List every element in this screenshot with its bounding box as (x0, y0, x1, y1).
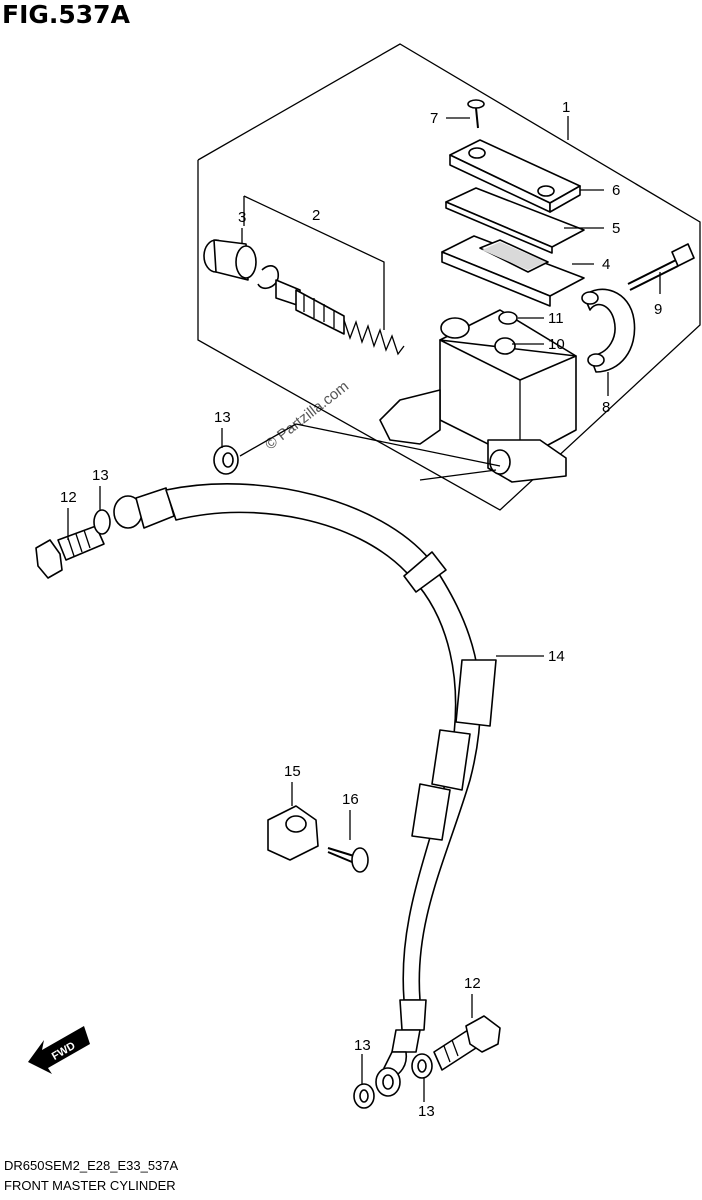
piston-kit-bracket (243, 195, 385, 330)
callout-13-left: 13 (92, 467, 109, 484)
clamp-bolt (627, 243, 695, 291)
callout-15: 15 (284, 763, 301, 780)
clamp-screw (327, 847, 369, 873)
washer-upper (213, 445, 239, 475)
hose-clamp (267, 805, 319, 861)
diaphragm-plate (445, 187, 585, 254)
brake-hose (113, 483, 497, 1097)
callout-13-lower-left: 13 (354, 1037, 371, 1054)
master-cylinder-body (379, 309, 577, 483)
callout-10: 10 (548, 336, 565, 353)
washer-lower-right (411, 1053, 433, 1079)
union-bolt-right (433, 1015, 501, 1071)
reservoir-cap (449, 139, 581, 213)
piston-assembly (203, 239, 405, 356)
callout-14: 14 (548, 648, 565, 665)
callout-8: 8 (602, 399, 610, 416)
callout-6: 6 (612, 182, 620, 199)
handlebar-clamp (581, 288, 636, 373)
callout-12-bottom: 12 (464, 975, 481, 992)
callout-9: 9 (654, 301, 662, 318)
callout-2: 2 (312, 207, 320, 224)
washer-left (93, 509, 111, 535)
callout-12-left: 12 (60, 489, 77, 506)
callout-13-upper: 13 (214, 409, 231, 426)
callout-4: 4 (602, 256, 610, 273)
callout-7: 7 (430, 110, 438, 127)
callout-5: 5 (612, 220, 620, 237)
callout-13-lower-right: 13 (418, 1103, 435, 1120)
union-bolt-left (35, 525, 105, 579)
assembly-outline (197, 43, 701, 511)
callout-16: 16 (342, 791, 359, 808)
washer-lower-left (353, 1083, 375, 1109)
fwd-arrow-icon: FWD (28, 1026, 90, 1074)
diagram-name: FRONT MASTER CYLINDER (4, 1178, 176, 1193)
figure-title: FIG.537A (2, 0, 130, 29)
cap-screw (467, 99, 485, 129)
diagram-code: DR650SEM2_E28_E33_537A (4, 1158, 179, 1173)
callout-1: 1 (562, 99, 570, 116)
callout-3: 3 (238, 209, 246, 226)
callout-11: 11 (548, 310, 564, 327)
diaphragm (441, 235, 585, 307)
